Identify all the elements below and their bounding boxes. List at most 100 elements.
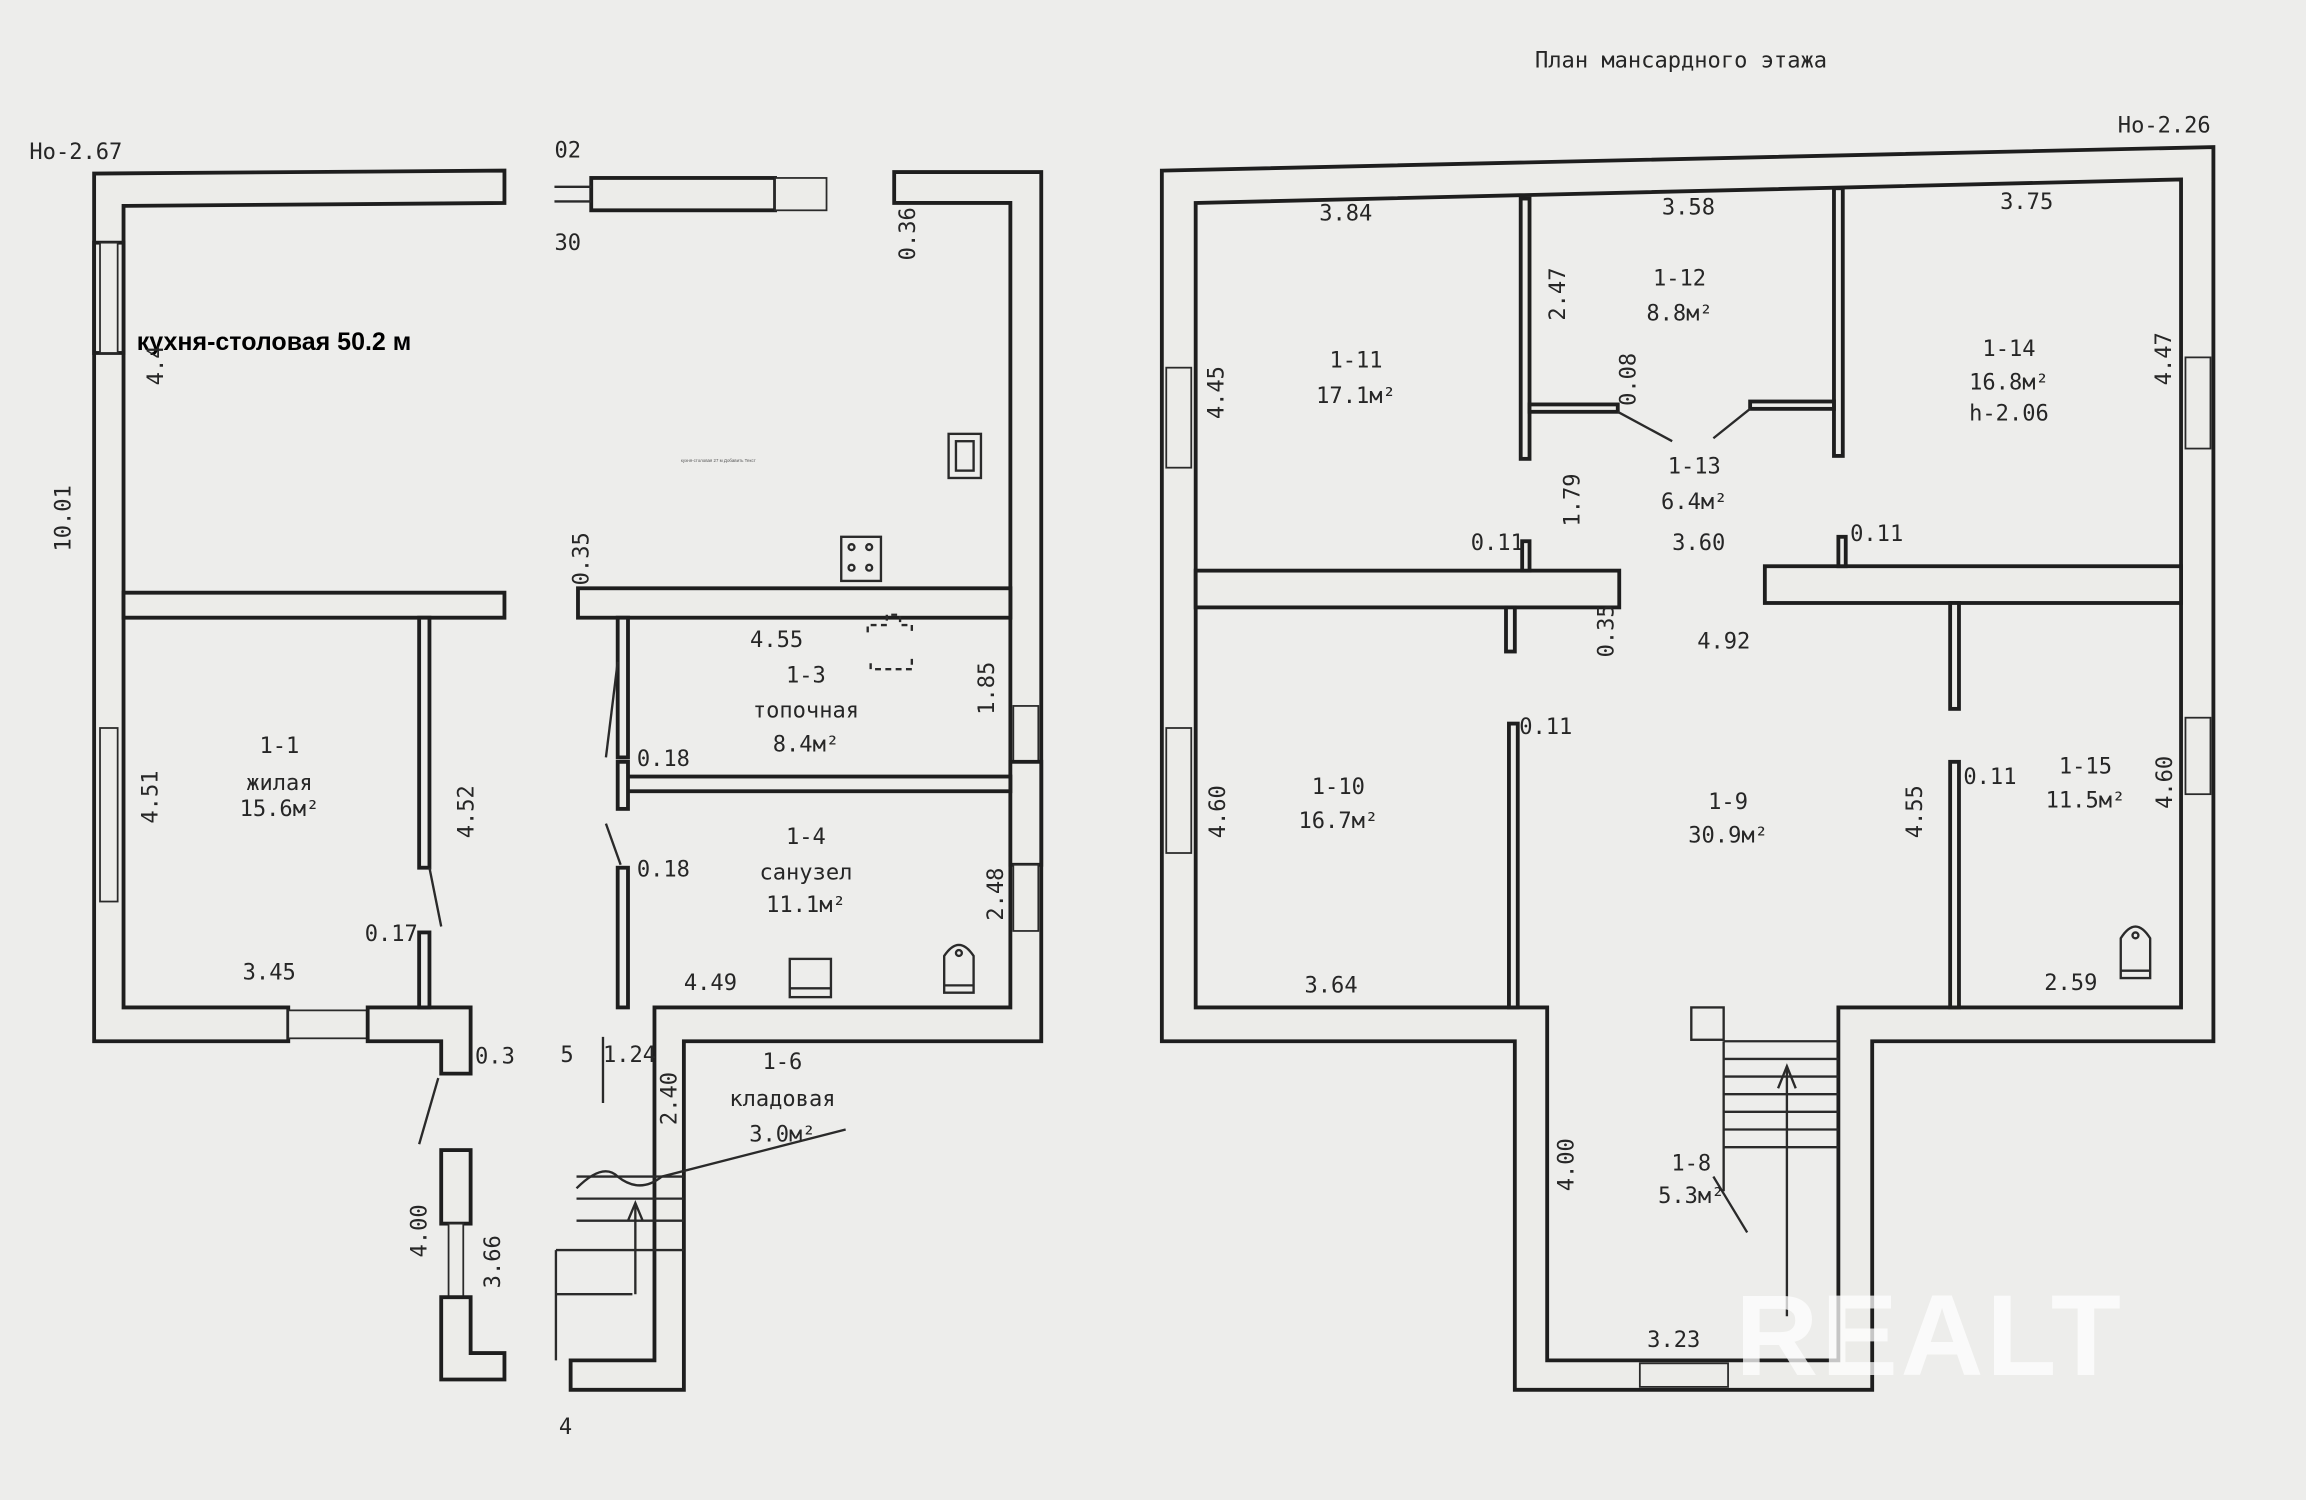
door-swing <box>428 867 443 927</box>
svg-text:1.85: 1.85 <box>975 662 1000 715</box>
svg-text:4.00: 4.00 <box>1555 1138 1580 1191</box>
window <box>1165 727 1193 854</box>
partition-wall <box>1527 402 1620 414</box>
svg-text:11.5м²: 11.5м² <box>2046 788 2126 813</box>
svg-text:1-13: 1-13 <box>1668 455 1721 480</box>
partition-wall <box>1948 601 1961 711</box>
svg-text:0.35: 0.35 <box>1594 604 1619 657</box>
wall-segment <box>439 1148 473 1226</box>
stove-icon <box>840 535 883 583</box>
svg-text:4.60: 4.60 <box>2153 756 2178 809</box>
svg-text:0.36: 0.36 <box>896 207 921 260</box>
svg-text:кладовая: кладовая <box>729 1087 835 1112</box>
room-1-14: 1-14 16.8м² h-2.06 <box>1969 337 2049 427</box>
svg-text:1-10: 1-10 <box>1312 775 1365 800</box>
svg-text:0.11: 0.11 <box>1963 765 2016 790</box>
svg-text:3.23: 3.23 <box>1647 1328 1700 1353</box>
svg-text:1-12: 1-12 <box>1653 266 1706 291</box>
partition-wall <box>1504 605 1517 654</box>
svg-text:0.08: 0.08 <box>1616 353 1641 406</box>
svg-text:30.9м²: 30.9м² <box>1688 824 1768 849</box>
partition-wall <box>576 586 1013 620</box>
svg-text:16.7м²: 16.7м² <box>1299 809 1379 834</box>
window <box>2184 356 2212 450</box>
svg-text:3.84: 3.84 <box>1319 202 1372 227</box>
door-swing <box>1617 410 1673 443</box>
middle-outer-wall <box>568 170 1044 1392</box>
toilet-icon <box>943 943 975 994</box>
svg-text:1-14: 1-14 <box>1982 337 2035 362</box>
svg-text:2.59: 2.59 <box>2044 971 2097 996</box>
svg-text:3.0м²: 3.0м² <box>749 1122 815 1147</box>
room-1-4: 1-4 санузел 11.1м² <box>759 825 852 918</box>
svg-text:4.45: 4.45 <box>1205 366 1230 419</box>
svg-text:0.3: 0.3 <box>475 1044 515 1069</box>
svg-text:4.4: 4.4 <box>144 345 169 385</box>
svg-text:h-2.06: h-2.06 <box>1969 402 2049 427</box>
left-plan <box>92 168 507 1382</box>
svg-text:1-11: 1-11 <box>1329 349 1382 374</box>
window <box>1012 705 1040 763</box>
svg-text:5: 5 <box>560 1043 573 1068</box>
svg-text:15.6м²: 15.6м² <box>240 797 320 822</box>
overlay-room-label: кухня-столовая 50.2 м <box>137 328 412 356</box>
svg-text:3.60: 3.60 <box>1672 531 1725 556</box>
svg-text:1-9: 1-9 <box>1708 790 1748 815</box>
svg-text:1-3: 1-3 <box>786 663 826 688</box>
svg-text:1.79: 1.79 <box>1561 473 1586 526</box>
svg-text:0.17: 0.17 <box>365 922 418 947</box>
wall-segment <box>589 176 777 213</box>
svg-text:0.11: 0.11 <box>1519 715 1572 740</box>
staircase <box>1690 1006 1839 1317</box>
staircase <box>554 1128 846 1361</box>
wall-segment <box>1008 759 1044 867</box>
realt-watermark-logo: REALT <box>1735 1272 2124 1400</box>
tiny-note: кухня-столовая 27 м Добавить Текст <box>681 458 756 463</box>
svg-text:2.48: 2.48 <box>984 868 1009 921</box>
partition-wall <box>1836 534 1848 569</box>
svg-text:1-6: 1-6 <box>762 1050 802 1075</box>
partition-wall <box>1832 186 1845 458</box>
partition-wall <box>615 759 630 811</box>
svg-text:4: 4 <box>559 1415 572 1440</box>
window <box>287 1009 369 1040</box>
middle-plan <box>554 170 1044 1392</box>
level-mark-left: Но-2.67 <box>29 140 122 165</box>
wall-segment <box>365 1005 473 1076</box>
door-swing <box>1712 407 1751 440</box>
door-swing <box>604 661 619 758</box>
room-1-1: 1-1 жилая 15.6м² <box>240 734 320 822</box>
door-swing <box>604 823 622 866</box>
room-1-11: 1-11 17.1м² <box>1316 349 1396 409</box>
window <box>99 241 119 354</box>
svg-text:3.45: 3.45 <box>243 960 296 985</box>
svg-text:1-4: 1-4 <box>786 825 826 850</box>
svg-text:4.52: 4.52 <box>455 785 480 838</box>
boiler-icon <box>866 613 914 671</box>
svg-text:0.18: 0.18 <box>637 858 690 883</box>
svg-text:1.24: 1.24 <box>603 1043 656 1068</box>
chimney-icon <box>947 432 983 480</box>
svg-text:8.8м²: 8.8м² <box>1646 302 1712 327</box>
attic-outer-wall <box>1159 145 2216 1392</box>
svg-text:4.47: 4.47 <box>2152 332 2177 385</box>
partition-wall <box>1520 539 1532 573</box>
room-1-12: 1-12 8.8м² <box>1646 266 1712 326</box>
partition-wall <box>1762 564 2183 605</box>
svg-text:1-1: 1-1 <box>260 734 300 759</box>
svg-text:4.00: 4.00 <box>408 1204 433 1257</box>
window <box>447 1222 465 1299</box>
svg-text:жилая: жилая <box>246 771 312 796</box>
svg-text:4.51: 4.51 <box>138 770 163 823</box>
partition-wall <box>623 774 1013 794</box>
partition-wall <box>417 930 432 1010</box>
room-1-3: 1-3 топочная 8.4м² <box>753 663 859 757</box>
svg-text:3.66: 3.66 <box>481 1235 506 1288</box>
room-1-6: 1-6 кладовая 3.0м² <box>729 1050 835 1147</box>
svg-text:02: 02 <box>554 138 581 163</box>
svg-text:3.64: 3.64 <box>1305 974 1358 999</box>
partition-wall <box>1193 568 1622 610</box>
svg-text:30: 30 <box>554 231 581 256</box>
bathtub-icon <box>788 957 833 999</box>
